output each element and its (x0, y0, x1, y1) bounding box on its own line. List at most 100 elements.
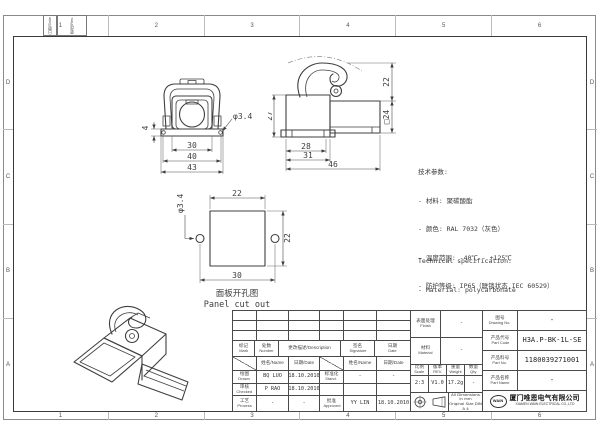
company-name-en: XIAMEN WAIN ELECTRICAL CO.,LTD (515, 401, 574, 406)
subheader-name: 姓名/Name (344, 357, 377, 371)
tech-spec-en-line: - Material: polycarbonate (418, 285, 516, 294)
label-cn: 数量 (468, 365, 479, 370)
value: 17.2g (447, 380, 464, 387)
checked-date: 18.10.2010 (289, 384, 320, 396)
rev-header-signature: 签名 Signature (341, 341, 375, 357)
label-en: REV. (433, 369, 442, 375)
label: 日期/Date (383, 360, 404, 366)
label-en: Part Code (491, 339, 509, 345)
rev-empty-cell (289, 331, 320, 341)
role-standard: 标准化 Stand. (320, 371, 344, 384)
drawing-no-label: 图号 Drawing No. (483, 311, 518, 331)
company-name-cn: 厦门唯恩电气有限公司 (509, 395, 580, 403)
value: H3A.P-BK-1L-SE (522, 335, 582, 344)
isometric-geometry (73, 305, 189, 401)
subheader-name: 姓名/Name (257, 357, 289, 371)
dim-label: 31 (303, 151, 313, 160)
rev-empty-cell (377, 321, 411, 331)
label-cn: 处数 (261, 342, 272, 348)
zone-strip-top: 1 2 3 4 5 6 (13, 15, 587, 36)
panel-cutout-caption-cn: 面板开孔图 (216, 288, 259, 298)
value: BQ LUO (263, 373, 282, 380)
label-cn: 批准 (326, 397, 337, 403)
dim-label: 27 (268, 111, 274, 121)
projection-symbol-cone-icon (432, 396, 445, 408)
dim-label: 22 (283, 233, 292, 243)
label-en: Weight (449, 369, 462, 375)
label-en: Drawn (238, 376, 251, 382)
label-en: Approved (322, 402, 341, 408)
dim-label: 30 (187, 141, 197, 150)
dim-label: 22 (382, 77, 391, 87)
zone-number: 4 (300, 15, 397, 36)
panel-cutout-caption-en: Panel cut out (204, 300, 271, 310)
title-block-identification: 图号 Drawing No. - 产品代号 Part Code H3A.P-BK… (483, 311, 587, 412)
approved-date: 18.10.2010 (377, 396, 411, 412)
dim-label: 22 (232, 189, 242, 198)
empty-cell (344, 384, 377, 396)
value: YY LIN (350, 399, 370, 406)
zone-letter: D (587, 36, 597, 131)
value: - (270, 399, 275, 406)
label-en: Checked (236, 388, 253, 394)
rev-empty-cell (233, 311, 257, 321)
label-cn: 版本 (432, 365, 443, 370)
rev-empty-cell (257, 321, 289, 331)
checked-name: P RAO (257, 384, 289, 396)
label-en: Part No. (492, 359, 508, 365)
panel-cutout-dimensions: 22 22 30 φ3.4 (176, 189, 292, 283)
note-line: Original Size DIN A 4 (449, 401, 482, 411)
dim-label: 40 (187, 152, 197, 161)
label-cn: 表面处理 (416, 318, 435, 324)
revision-strip-rev-label: 更改/Rev. (69, 16, 74, 35)
zone-number: 5 (396, 412, 493, 420)
rev-empty-cell (320, 311, 344, 321)
subheader-date: 日期/Date (289, 357, 320, 371)
dim-label: 30 (232, 271, 242, 280)
part-no-label: 产品料号 Part No. (483, 351, 518, 371)
zone-strip-left: D C B A (3, 36, 13, 412)
value: - (459, 347, 464, 354)
rev-empty-cell (320, 321, 344, 331)
part-name-label: 产品名称 Part Name (483, 371, 518, 391)
revision-strip-date-label: 日期/Date (47, 16, 52, 35)
value: - (358, 373, 362, 380)
rev-empty-cell (344, 321, 377, 331)
value: - (549, 315, 555, 324)
side-view-geometry (280, 56, 381, 138)
zone-number: 3 (205, 412, 301, 420)
value: 18.10.2010 (289, 373, 320, 380)
label-en: Signature (348, 347, 367, 353)
isometric-view-drawing (73, 305, 189, 401)
projection-symbols (411, 393, 449, 412)
rev-empty-cell (233, 331, 257, 341)
zone-number: 1 (13, 412, 109, 420)
value: V1.0 (431, 380, 444, 387)
label-cn: 产品名称 (490, 374, 510, 380)
value: - (391, 373, 396, 380)
role-checked: 审核 Checked (233, 384, 257, 396)
diagonal-cell (320, 357, 344, 371)
zone-letter: A (5, 362, 10, 369)
zone-number: 2 (109, 412, 205, 420)
zone-number: 3 (205, 15, 301, 36)
part-code-label: 产品代号 Part Code (483, 331, 518, 351)
value: - (549, 375, 555, 384)
role-approved: 批准 Approved (320, 396, 344, 412)
logo-text: WAIN (492, 397, 504, 403)
label-en: Process (237, 402, 252, 408)
drawing-no-value: - (518, 311, 587, 331)
zone-number: 4 (300, 412, 397, 420)
material-value: - (441, 338, 483, 365)
zone-letter: A (589, 362, 594, 369)
label-cn: 图号 (495, 314, 505, 320)
rev-empty-cell (289, 311, 320, 321)
side-view-drawing: 27 22 □24 28 31 46 (268, 56, 396, 171)
label-cn: 材料 (420, 345, 431, 351)
material-label: 材料 Material (411, 338, 441, 365)
label-en: Material (418, 350, 433, 356)
zone-number: 6 (537, 413, 542, 419)
